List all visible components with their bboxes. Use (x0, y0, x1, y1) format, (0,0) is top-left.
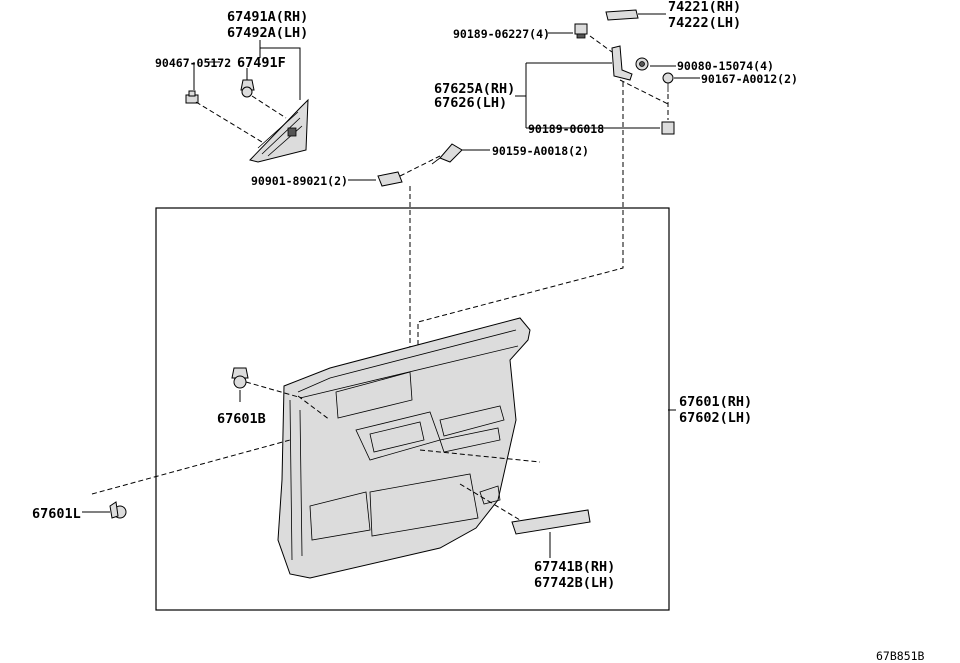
bolt-90080-icon[interactable] (635, 57, 649, 71)
label-90901: 90901-89021(2) (251, 174, 348, 188)
clip-67601L-icon[interactable] (109, 501, 127, 519)
label-74222: 74222(LH) (668, 15, 741, 31)
door-trim-frame (155, 207, 670, 611)
clip-90901-icon[interactable] (377, 171, 403, 187)
clip-90189-06227-icon[interactable] (574, 23, 588, 39)
pin-67491F-icon[interactable] (240, 79, 255, 98)
label-67601B: 67601B (217, 411, 266, 427)
label-74221: 74221(RH) (668, 0, 741, 15)
label-90159: 90159-A0018(2) (492, 144, 589, 158)
label-67601RH: 67601(RH) (679, 394, 752, 410)
screw-90159-icon[interactable] (431, 143, 463, 165)
label-67741B: 67741B(RH) (534, 559, 615, 575)
clip-67601B-icon[interactable] (231, 367, 249, 389)
label-67625A: 67625A(RH) (434, 81, 515, 97)
bracket-67625A-icon[interactable] (611, 45, 633, 81)
label-90189-06227: 90189-06227(4) (453, 27, 550, 41)
label-90167: 90167-A0012(2) (701, 72, 798, 86)
label-90080: 90080-15074(4) (677, 59, 774, 73)
part-67491A-quarter-trim[interactable] (249, 98, 309, 163)
drawing-number: 67B851B (876, 649, 925, 663)
clip-90189-06018-icon[interactable] (661, 121, 675, 135)
label-67491A: 67491A(RH) (227, 9, 308, 25)
door-trim-67601[interactable] (277, 317, 531, 579)
label-67492A: 67492A(LH) (227, 25, 308, 41)
clip-90467-icon[interactable] (185, 90, 199, 104)
label-67601L: 67601L (32, 506, 81, 522)
label-67602LH: 67602(LH) (679, 410, 752, 426)
label-90189-06018: 90189-06018 (528, 122, 604, 136)
label-90467: 90467-05172 (155, 56, 231, 70)
pad-74221-icon[interactable] (605, 9, 639, 21)
pad-67741B-icon[interactable] (511, 509, 591, 535)
label-67742B: 67742B(LH) (534, 575, 615, 591)
screw-90167-icon[interactable] (662, 72, 674, 92)
label-67626: 67626(LH) (434, 95, 507, 111)
label-67491F: 67491F (237, 55, 286, 71)
